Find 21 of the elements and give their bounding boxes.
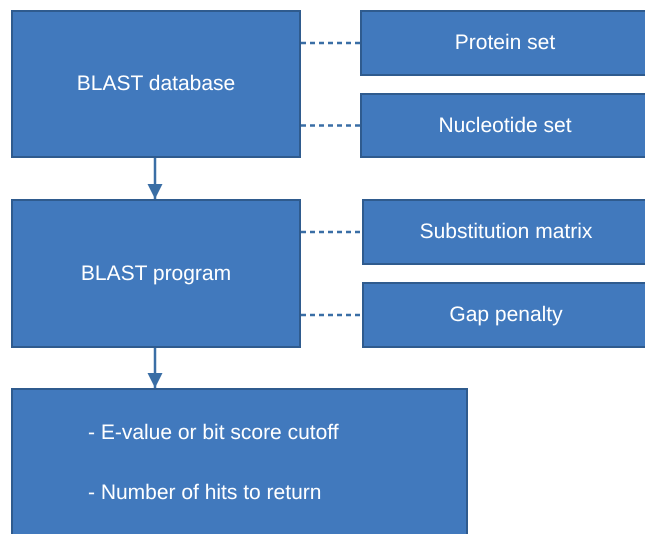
connector-line (301, 124, 360, 127)
connector-line (301, 42, 360, 44)
box-label: - E-value or bit score cutoff (88, 421, 339, 445)
process-box (362, 199, 645, 265)
box-label: - Number of hits to return (88, 481, 322, 505)
arrow (148, 158, 162, 199)
process-box (11, 10, 301, 158)
box-label: BLAST program (80, 262, 232, 286)
process-box (360, 10, 645, 76)
box-label: Protein set (454, 31, 556, 55)
box-label: Gap penalty (449, 303, 563, 327)
process-box (11, 388, 468, 534)
box-label: Nucleotide set (438, 114, 572, 138)
process-box (360, 93, 645, 158)
process-box (11, 199, 301, 348)
connector-line (301, 314, 362, 316)
arrow (148, 348, 162, 388)
process-box (362, 282, 645, 348)
connector-line (301, 230, 362, 234)
box-label: BLAST database (76, 72, 236, 96)
box-label: Substitution matrix (420, 220, 592, 244)
